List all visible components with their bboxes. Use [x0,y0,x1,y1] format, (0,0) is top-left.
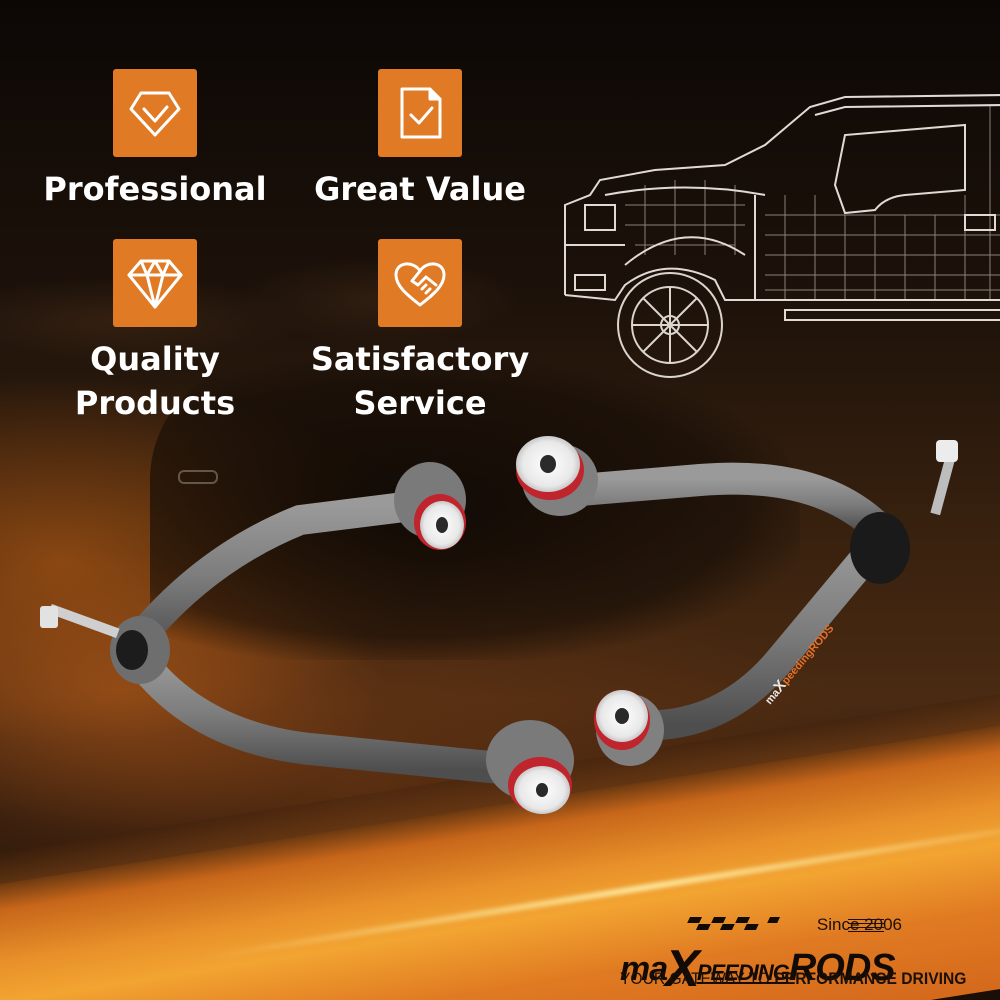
background-suv-silhouette [150,360,800,660]
document-check-icon [378,69,462,157]
speed-lines-icon [848,919,884,933]
feature-satisfactory-service: Satisfactory Service [300,239,540,427]
feature-label-line1: Satisfactory [310,340,530,378]
shield-check-icon [113,69,197,157]
diamond-icon [113,239,197,327]
feature-quality-products: Quality Products [40,239,270,427]
tagline-light: YOUR GATEWAY TO [620,969,775,988]
feature-great-value: Great Value [300,69,540,213]
right-control-arm: maXpeedingRODS [516,436,958,766]
wireframe-truck-illustration [564,94,1000,378]
feature-label-line1: Quality [90,340,220,378]
since-year: Since 2006 [816,915,902,934]
feature-label: Great Value [314,170,526,208]
feature-label-line2: Products [74,384,236,422]
suv-headlight [178,470,218,484]
left-control-arm [40,462,574,814]
checkered-flag-icon [687,917,780,930]
brand-wordmark: maXPEEDINGRODS [620,933,896,998]
feature-label: Professional [43,170,267,208]
brand-logo: Since 2006 maXPEEDINGRODS YOUR GATEWAY T… [620,905,966,998]
feature-professional: Professional [40,69,270,213]
brand-ma: ma [620,950,668,988]
brand-tagline: YOUR GATEWAY TO PERFORMANCE DRIVING [620,969,966,989]
brand-peeding: PEEDING [696,960,790,985]
feature-label-line2: Service [353,384,487,422]
heart-handshake-icon [378,239,462,327]
tagline-bold: PERFORMANCE DRIVING [774,969,967,988]
brand-x: X [665,940,700,998]
brand-rods: RODS [788,947,896,989]
